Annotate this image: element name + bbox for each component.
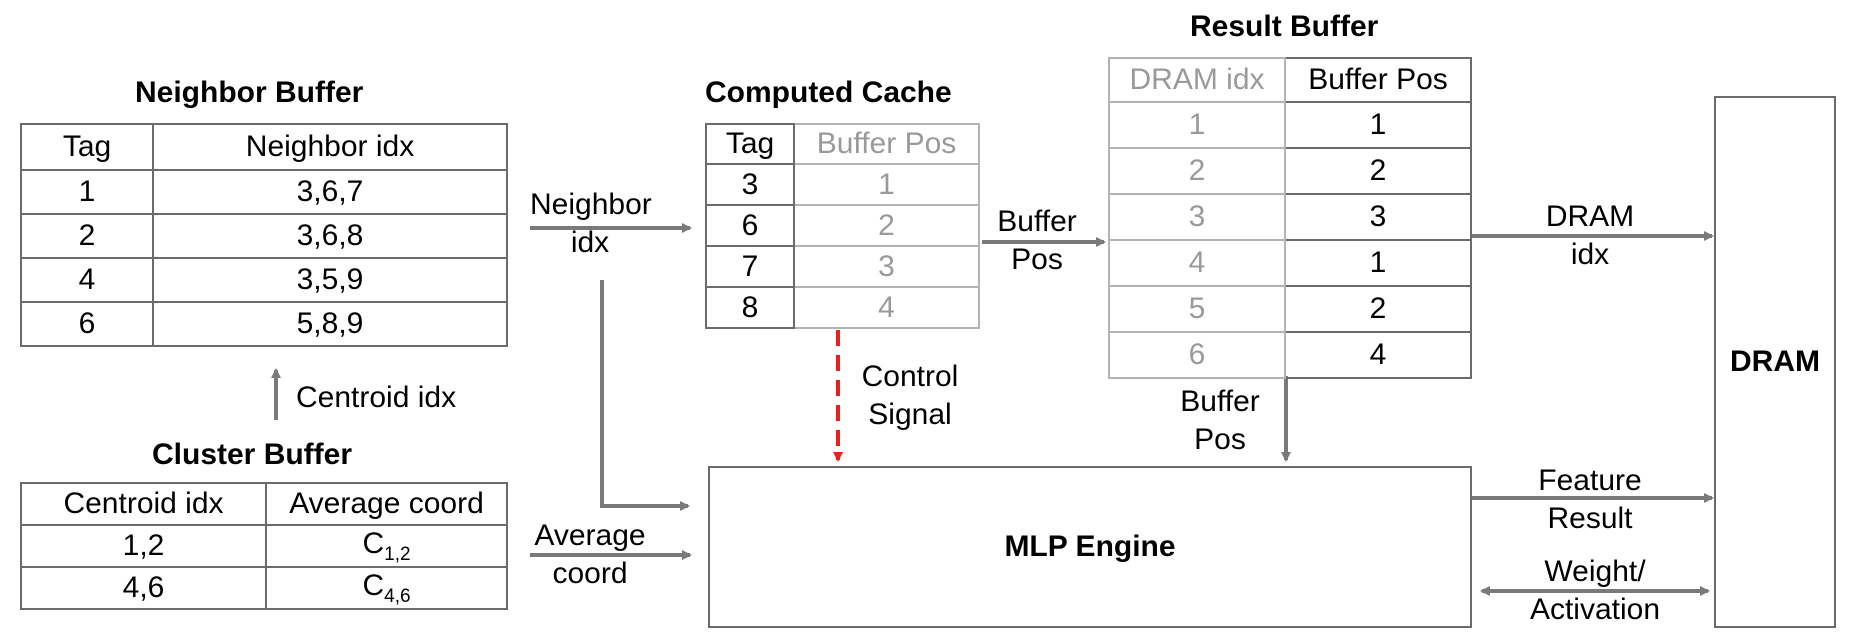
table-row: 3 3 <box>1108 193 1472 241</box>
dram-box: DRAM <box>1714 96 1836 628</box>
table-row: 1,2 C1,2 <box>20 524 508 568</box>
neighbor-idx-label: Neighbor idx <box>530 188 652 259</box>
average-coord-label: Average coord <box>534 519 646 590</box>
table-row: 4 1 <box>1108 239 1472 287</box>
table-header: Centroid idx <box>20 482 267 526</box>
table-row: 6 2 <box>705 204 980 247</box>
mlp-engine-box: MLP Engine <box>708 466 1472 628</box>
table-header: Average coord <box>265 482 508 526</box>
table-row: 1 1 <box>1108 101 1472 149</box>
table-header: Buffer Pos <box>793 123 980 165</box>
table-header: DRAM idx <box>1108 57 1286 103</box>
table-header: Tag <box>20 123 154 171</box>
table-row: 8 4 <box>705 286 980 329</box>
result-buffer-title: Result Buffer <box>1190 10 1379 43</box>
table-row: 7 3 <box>705 245 980 288</box>
table-header: Tag <box>705 123 795 165</box>
cluster-buffer-table: Centroid idx Average coord 1,2 C1,2 4,6 … <box>20 482 508 610</box>
table-header: Neighbor idx <box>152 123 508 171</box>
table-row: 5 2 <box>1108 285 1472 333</box>
neighbor-buffer-table: Tag Neighbor idx 1 3,6,7 2 3,6,8 4 3,5,9… <box>20 123 508 347</box>
neighbor-buffer-title: Neighbor Buffer <box>135 76 364 109</box>
buffer-pos-label: Buffer Pos <box>997 205 1077 276</box>
cluster-buffer-title: Cluster Buffer <box>152 438 353 471</box>
table-row: 2 2 <box>1108 147 1472 195</box>
table-row: 1 3,6,7 <box>20 169 508 215</box>
table-row: 6 5,8,9 <box>20 301 508 347</box>
computed-cache-title: Computed Cache <box>705 76 952 109</box>
buffer-pos-down-label: Buffer Pos <box>1180 385 1260 456</box>
table-row: 3 1 <box>705 163 980 206</box>
centroid-idx-label: Centroid idx <box>296 381 457 414</box>
result-buffer-table: DRAM idx Buffer Pos 1 1 2 2 3 3 4 1 5 2 … <box>1108 57 1472 379</box>
computed-cache-table: Tag Buffer Pos 3 1 6 2 7 3 8 4 <box>705 123 980 329</box>
weight-activation-label: Weight/ Activation <box>1529 555 1661 626</box>
control-signal-label: Control Signal <box>861 360 959 431</box>
table-row: 6 4 <box>1108 331 1472 379</box>
dram-idx-label: DRAM idx <box>1545 200 1635 271</box>
table-row: 4,6 C4,6 <box>20 566 508 610</box>
neighbor-to-mlp-arrow <box>600 280 690 511</box>
feature-result-label: Feature Result <box>1538 464 1642 535</box>
table-row: 4 3,5,9 <box>20 257 508 303</box>
table-row: 2 3,6,8 <box>20 213 508 259</box>
table-header: Buffer Pos <box>1284 57 1472 103</box>
